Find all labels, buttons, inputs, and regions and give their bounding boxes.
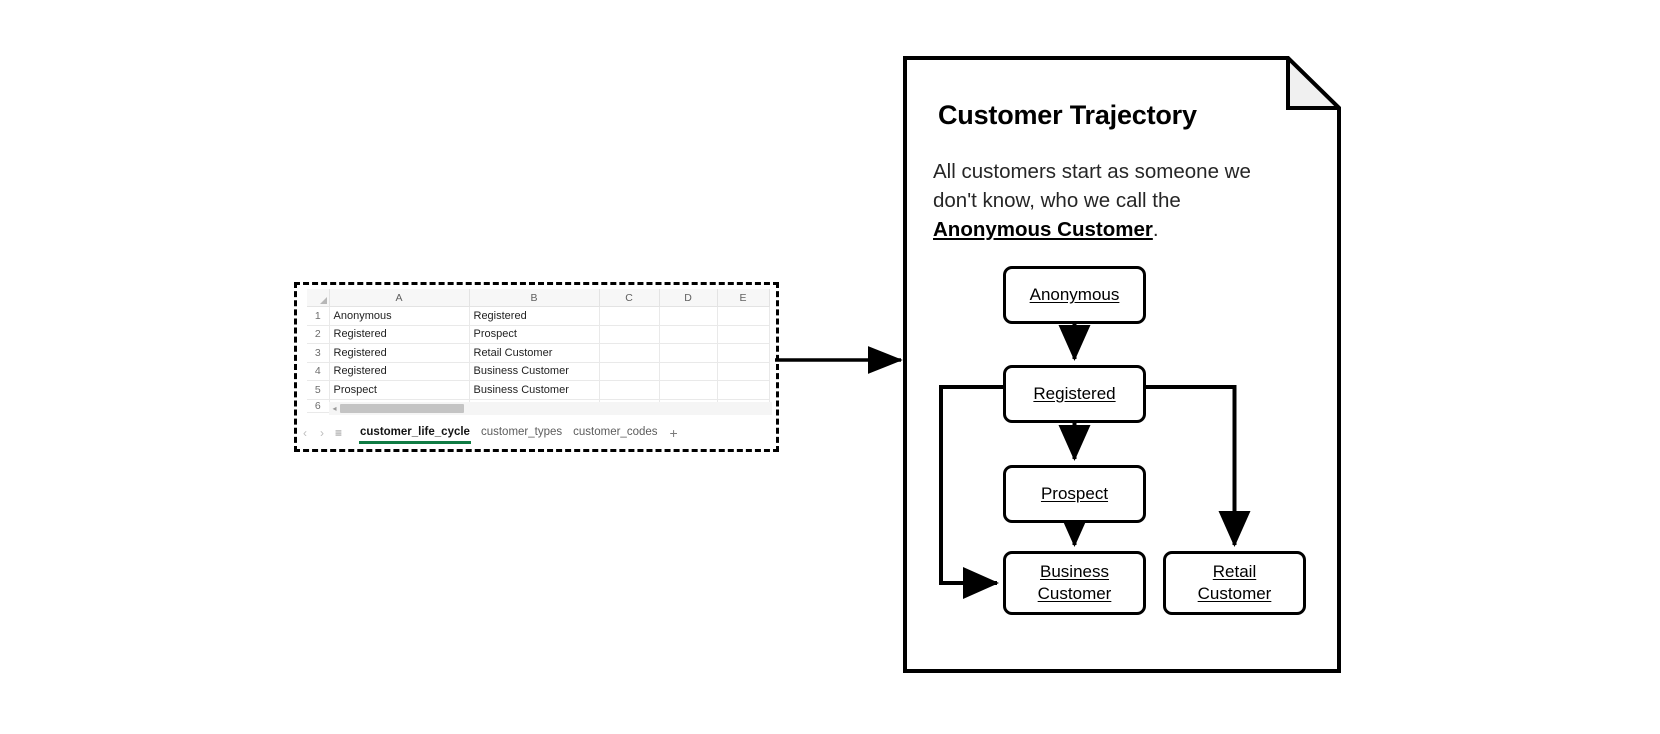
spreadsheet-panel: A B C D E 1 Anonymous Registered bbox=[294, 282, 779, 452]
document-body-text: All customers start as someone we don't … bbox=[933, 157, 1283, 244]
column-header-c[interactable]: C bbox=[598, 289, 660, 307]
sheet-tab-customer-codes[interactable]: customer_codes bbox=[573, 426, 658, 438]
row-header-1[interactable]: 1 bbox=[307, 306, 330, 326]
cell-a4[interactable]: Registered bbox=[328, 361, 470, 381]
column-header-d[interactable]: D bbox=[658, 289, 718, 307]
body-text-after: . bbox=[1152, 218, 1159, 241]
cell-b1[interactable]: Registered bbox=[468, 306, 600, 326]
cell-c1[interactable] bbox=[598, 306, 660, 326]
add-sheet-icon[interactable]: + bbox=[669, 425, 678, 441]
flow-node-registered-label: Registered bbox=[1033, 384, 1116, 403]
cell-a2[interactable]: Registered bbox=[328, 324, 470, 344]
sheet-tab-bar: ‹ › ≡ customer_life_cycle customer_types… bbox=[301, 419, 772, 447]
cell-d2[interactable] bbox=[658, 324, 718, 344]
cell-a3[interactable]: Registered bbox=[328, 343, 470, 363]
all-sheets-menu-icon[interactable]: ≡ bbox=[335, 426, 343, 440]
cell-c5[interactable] bbox=[598, 380, 660, 400]
table-row: 5 Prospect Business Customer bbox=[307, 380, 770, 400]
table-row: 3 Registered Retail Customer bbox=[307, 343, 770, 363]
flow-node-business-line1: Business bbox=[1040, 562, 1109, 581]
cell-e4[interactable] bbox=[716, 361, 770, 381]
body-text-before: All customers start as someone we don't … bbox=[933, 160, 1251, 212]
flow-node-retail-line2: Customer bbox=[1197, 584, 1272, 603]
flowchart-edges bbox=[939, 324, 1251, 599]
cell-d3[interactable] bbox=[658, 343, 718, 363]
cell-d4[interactable] bbox=[658, 361, 718, 381]
sheet-tab-customer-life-cycle[interactable]: customer_life_cycle bbox=[359, 423, 471, 444]
cell-c2[interactable] bbox=[598, 324, 660, 344]
spreadsheet-to-document-arrow bbox=[775, 346, 903, 374]
cell-b2[interactable]: Prospect bbox=[468, 324, 600, 344]
cell-c4[interactable] bbox=[598, 361, 660, 381]
edge-registered-to-retail bbox=[1146, 385, 1251, 547]
previous-sheet-icon[interactable]: ‹ bbox=[303, 426, 307, 440]
cell-e2[interactable] bbox=[716, 324, 770, 344]
flow-node-business-customer[interactable]: Business Customer bbox=[1003, 551, 1146, 615]
cell-b4[interactable]: Business Customer bbox=[468, 361, 600, 381]
cell-b3[interactable]: Retail Customer bbox=[468, 343, 600, 363]
flow-node-business-customer-label: Business Customer bbox=[1038, 561, 1112, 605]
column-header-row: A B C D E bbox=[307, 289, 770, 307]
cell-e1[interactable] bbox=[716, 306, 770, 326]
row-header-2[interactable]: 2 bbox=[307, 324, 330, 344]
select-all-triangle-icon bbox=[319, 297, 327, 304]
cell-e3[interactable] bbox=[716, 343, 770, 363]
customer-trajectory-flowchart: Anonymous Registered Prospect Business C… bbox=[903, 56, 1341, 673]
column-header-e[interactable]: E bbox=[716, 289, 770, 307]
select-all-corner[interactable] bbox=[307, 289, 330, 307]
sheet-tab-customer-types[interactable]: customer_types bbox=[480, 426, 563, 438]
flow-node-anonymous[interactable]: Anonymous bbox=[1003, 266, 1146, 324]
cell-d1[interactable] bbox=[658, 306, 718, 326]
column-header-b[interactable]: B bbox=[468, 289, 600, 307]
row-header-6[interactable]: 6 bbox=[307, 398, 330, 413]
table-row: 4 Registered Business Customer bbox=[307, 361, 770, 381]
cell-a5[interactable]: Prospect bbox=[328, 380, 470, 400]
flow-node-anonymous-label: Anonymous bbox=[1029, 285, 1120, 304]
table-row: 2 Registered Prospect bbox=[307, 324, 770, 344]
row-header-3[interactable]: 3 bbox=[307, 343, 330, 363]
flow-node-retail-customer-label: Retail Customer bbox=[1198, 561, 1272, 605]
horizontal-scrollbar[interactable]: ◂ bbox=[329, 402, 772, 415]
flow-node-retail-line1: Retail bbox=[1212, 562, 1257, 581]
body-text-emphasis: Anonymous Customer bbox=[933, 218, 1153, 241]
next-sheet-icon[interactable]: › bbox=[320, 426, 324, 440]
cell-c3[interactable] bbox=[598, 343, 660, 363]
flow-node-business-line2: Customer bbox=[1037, 584, 1112, 603]
cell-a1[interactable]: Anonymous bbox=[328, 306, 470, 326]
table-row: 1 Anonymous Registered bbox=[307, 306, 770, 326]
cell-e5[interactable] bbox=[716, 380, 770, 400]
document-fold-corner-icon bbox=[1286, 56, 1341, 110]
spreadsheet-grid-area: A B C D E 1 Anonymous Registered bbox=[307, 289, 772, 445]
cell-b5[interactable]: Business Customer bbox=[468, 380, 600, 400]
scroll-left-arrow-icon[interactable]: ◂ bbox=[332, 403, 337, 413]
cell-d5[interactable] bbox=[658, 380, 718, 400]
page-title: Customer Trajectory bbox=[938, 100, 1197, 130]
document-card: Customer Trajectory All customers start … bbox=[903, 56, 1341, 673]
scrollbar-thumb[interactable] bbox=[340, 404, 464, 413]
column-header-a[interactable]: A bbox=[328, 289, 470, 307]
edge-registered-to-business bbox=[939, 385, 1003, 599]
row-header-5[interactable]: 5 bbox=[307, 380, 330, 400]
flow-node-retail-customer[interactable]: Retail Customer bbox=[1163, 551, 1306, 615]
flow-node-prospect[interactable]: Prospect bbox=[1003, 465, 1146, 523]
flow-node-prospect-label: Prospect bbox=[1040, 484, 1109, 503]
spreadsheet-grid: A B C D E 1 Anonymous Registered bbox=[307, 289, 770, 413]
row-header-4[interactable]: 4 bbox=[307, 361, 330, 381]
flow-node-registered[interactable]: Registered bbox=[1003, 365, 1146, 423]
